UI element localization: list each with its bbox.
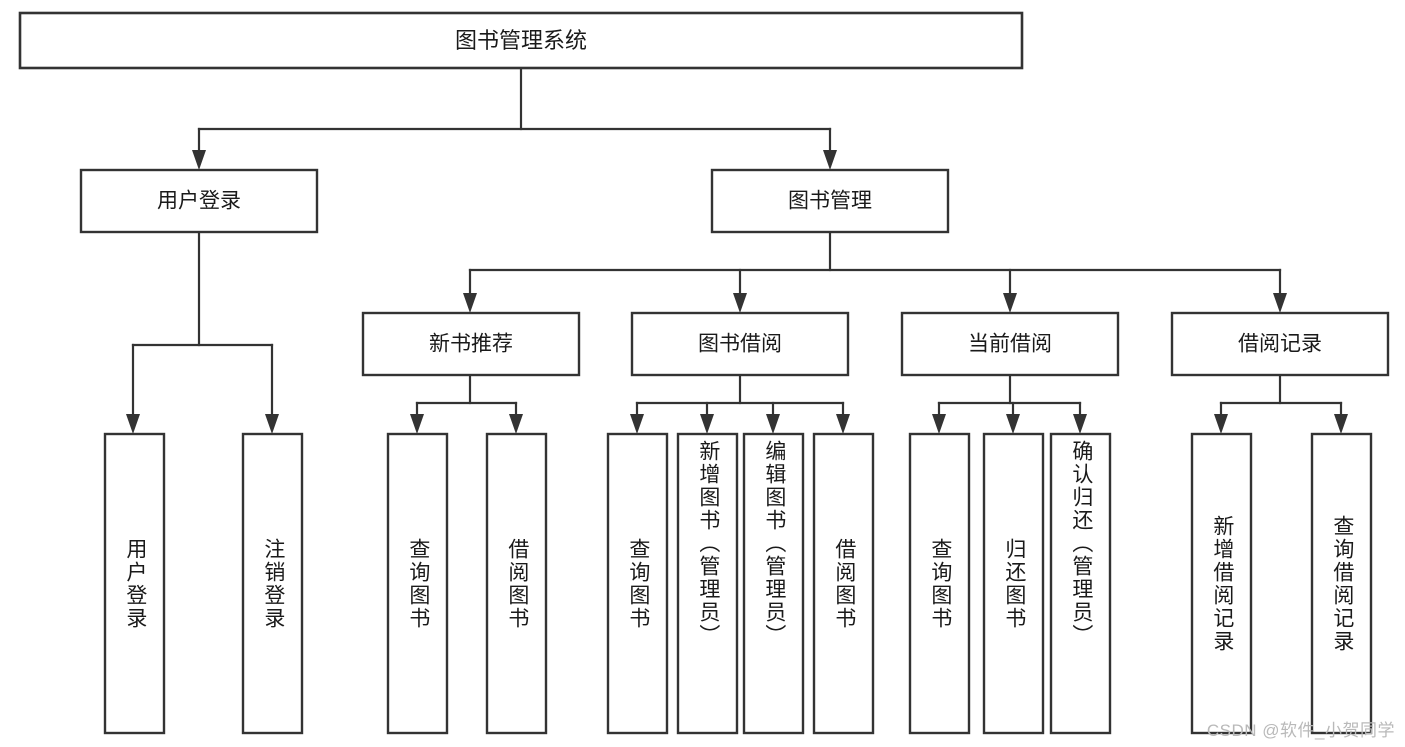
arrow-head-leaf-query-book-3 [932,414,946,434]
leaf-box-query-book-2[interactable] [606,432,669,735]
leaf-box-query-book-3[interactable] [908,432,971,735]
arrow-head-leaf-borrow-book-1 [509,414,523,434]
node-new-book-recommend-label: 新书推荐 [429,333,513,356]
connector-group-book-borrow [630,373,850,434]
leaf-box-confirm-return[interactable] [1049,432,1112,735]
arrow-head-leaf-user-login [126,414,140,434]
node-current-borrow-label: 当前借阅 [968,333,1052,356]
node-root-box [18,11,1024,70]
leaf-box-add-borrow-record[interactable] [1190,432,1253,735]
arrow-head-book-borrow [733,293,747,313]
connector-group-new-book-recommend [410,373,523,434]
leaf-box-query-book-1[interactable] [386,432,449,735]
node-book-borrow[interactable]: 图书借阅 [630,311,850,377]
node-new-book-recommend[interactable]: 新书推荐 [361,311,581,377]
node-borrow-record-box [1170,311,1390,377]
arrow-head-leaf-query-book-1 [410,414,424,434]
node-book-borrow-label: 图书借阅 [698,333,782,356]
node-user-login-label: 用户登录 [157,190,241,213]
leaf-box-add-book[interactable] [676,432,739,735]
node-book-borrow-box [630,311,850,377]
connector-group-root [192,66,837,170]
node-user-login[interactable]: 用户登录 [79,168,319,234]
arrow-head-leaf-logout-login [265,414,279,434]
node-book-manage-box [710,168,950,234]
node-book-manage-label: 图书管理 [788,190,872,213]
leaf-box-query-borrow-record[interactable] [1310,432,1373,735]
arrow-head-user-login [192,150,206,170]
leaf-boxes [103,432,1373,735]
leaf-box-borrow-book-1[interactable] [485,432,548,735]
arrow-head-current-borrow [1003,293,1017,313]
arrow-head-borrow-record [1273,293,1287,313]
leaf-box-edit-book[interactable] [742,432,805,735]
arrow-head-new-book-recommend [463,293,477,313]
node-root[interactable]: 图书管理系统 [18,11,1024,70]
arrow-head-leaf-return-book [1006,414,1020,434]
node-borrow-record[interactable]: 借阅记录 [1170,311,1390,377]
leaf-box-return-book[interactable] [982,432,1045,735]
arrow-head-leaf-edit-book [766,414,780,434]
node-current-borrow[interactable]: 当前借阅 [900,311,1120,377]
node-root-label: 图书管理系统 [455,28,587,53]
node-new-book-recommend-box [361,311,581,377]
arrow-head-leaf-confirm-return [1073,414,1087,434]
watermark-text: CSDN @软件_小贺同学 [1206,721,1395,740]
arrow-head-leaf-query-book-2 [630,414,644,434]
connector-group-user-login [126,230,279,434]
connector-group-borrow-record [1214,373,1348,434]
node-book-manage[interactable]: 图书管理 [710,168,950,234]
node-user-login-box [79,168,319,234]
arrow-head-leaf-add-borrow-record [1214,414,1228,434]
arrow-head-leaf-add-book [700,414,714,434]
arrow-head-leaf-query-borrow-record [1334,414,1348,434]
node-current-borrow-box [900,311,1120,377]
arrow-head-leaf-borrow-book-2 [836,414,850,434]
connector-group-current-borrow [932,373,1087,434]
leaf-box-user-login[interactable] [103,432,166,735]
arrow-head-book-manage [823,150,837,170]
node-borrow-record-label: 借阅记录 [1238,333,1322,356]
leaf-box-logout-login[interactable] [241,432,304,735]
leaf-box-borrow-book-2[interactable] [812,432,875,735]
connector-group-book-manage [463,230,1287,313]
